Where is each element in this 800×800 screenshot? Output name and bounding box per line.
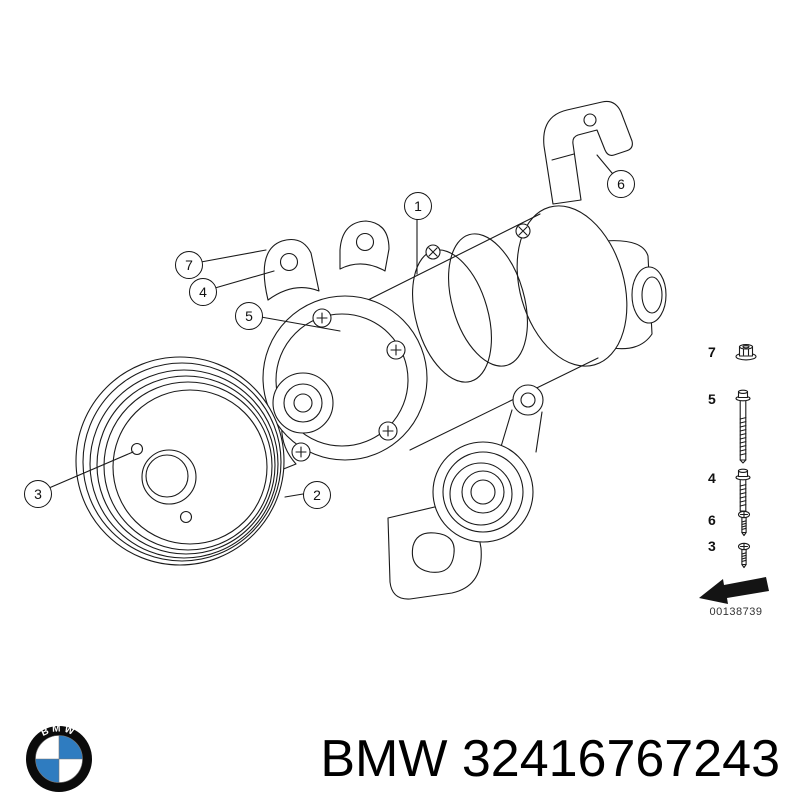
callout-6: 6 xyxy=(607,170,635,198)
bmw-logo-text: BMW xyxy=(39,724,75,739)
callout-1: 1 xyxy=(404,192,432,220)
bmw-roundel-icon: BMW xyxy=(26,724,92,792)
callout-7: 7 xyxy=(175,251,203,279)
footer: BMW BMW 32416767243 xyxy=(0,720,800,798)
legend-label-4: 4 xyxy=(708,470,716,486)
flange-nut-icon xyxy=(735,344,757,361)
callout-5: 5 xyxy=(235,302,263,330)
legend-label-6: 6 xyxy=(708,512,716,528)
direction-arrow-icon xyxy=(699,577,769,604)
power-steering-pump-drawing xyxy=(48,100,667,600)
torx-screw-icon xyxy=(737,542,751,569)
callout-3: 3 xyxy=(24,480,52,508)
tensioner-pulley xyxy=(432,384,544,543)
mounting-bracket-top xyxy=(543,100,633,205)
callout-2: 2 xyxy=(303,481,331,509)
callout-4: 4 xyxy=(189,278,217,306)
svg-text:BMW: BMW xyxy=(39,724,78,739)
legend-label-3: 3 xyxy=(708,538,716,554)
legend-label-5: 5 xyxy=(708,391,716,407)
callout-leader-lines xyxy=(48,154,613,498)
drawing-number: 00138739 xyxy=(709,606,763,618)
pump-body xyxy=(367,205,628,451)
long-hex-bolt-icon xyxy=(735,389,751,464)
part-title: BMW 32416767243 xyxy=(320,730,780,788)
hex-flange-bolt-icon xyxy=(735,468,751,515)
drive-pulley xyxy=(75,356,285,566)
torx-screw-icon xyxy=(737,510,751,537)
legend-label-7: 7 xyxy=(708,344,716,360)
pump-front-flange xyxy=(262,295,428,462)
